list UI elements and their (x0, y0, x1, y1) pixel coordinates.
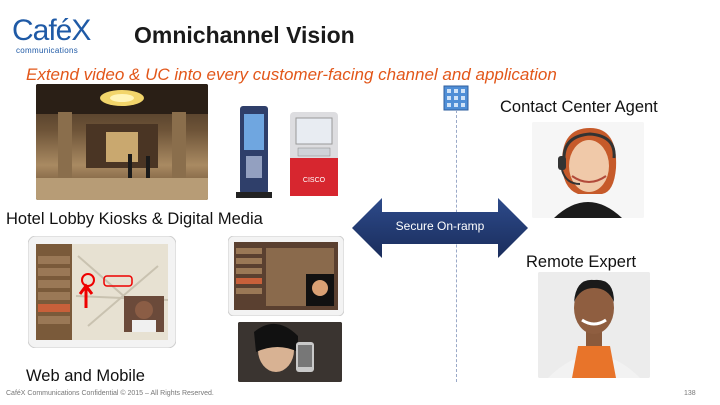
logo-x: X (71, 14, 91, 47)
cafex-logo: CaféX communications (12, 14, 112, 56)
page-number: 138 (684, 390, 696, 397)
logo-tagline: communications (16, 46, 79, 55)
label-contact-center-agent: Contact Center Agent (500, 98, 658, 116)
server-building-icon (443, 85, 469, 111)
kiosk-machines: CISCO (232, 102, 344, 202)
slide-title: Omnichannel Vision (134, 22, 355, 48)
kiosk-brand-text: CISCO (303, 177, 326, 184)
label-remote-expert: Remote Expert (526, 253, 637, 271)
label-web-mobile: Web and Mobile (26, 367, 145, 385)
double-arrow-icon (352, 198, 528, 258)
remote-expert-photo (538, 272, 650, 378)
mobile-phone-user-photo (238, 322, 342, 382)
secure-onramp-label: Secure On-ramp (395, 219, 485, 233)
label-hotel-lobby: Hotel Lobby Kiosks & Digital Media (6, 210, 263, 228)
logo-word: Café (12, 14, 72, 47)
footer-copyright: CaféX Communications Confidential © 2015… (6, 390, 214, 397)
hotel-lobby-photo (36, 84, 208, 200)
network-divider-line (456, 110, 457, 382)
slide-subtitle: Extend video & UC into every customer-fa… (26, 65, 557, 84)
tablet-hotel-screen (227, 235, 345, 317)
tablet-map-screen (27, 235, 177, 349)
contact-center-agent-photo (532, 122, 644, 218)
